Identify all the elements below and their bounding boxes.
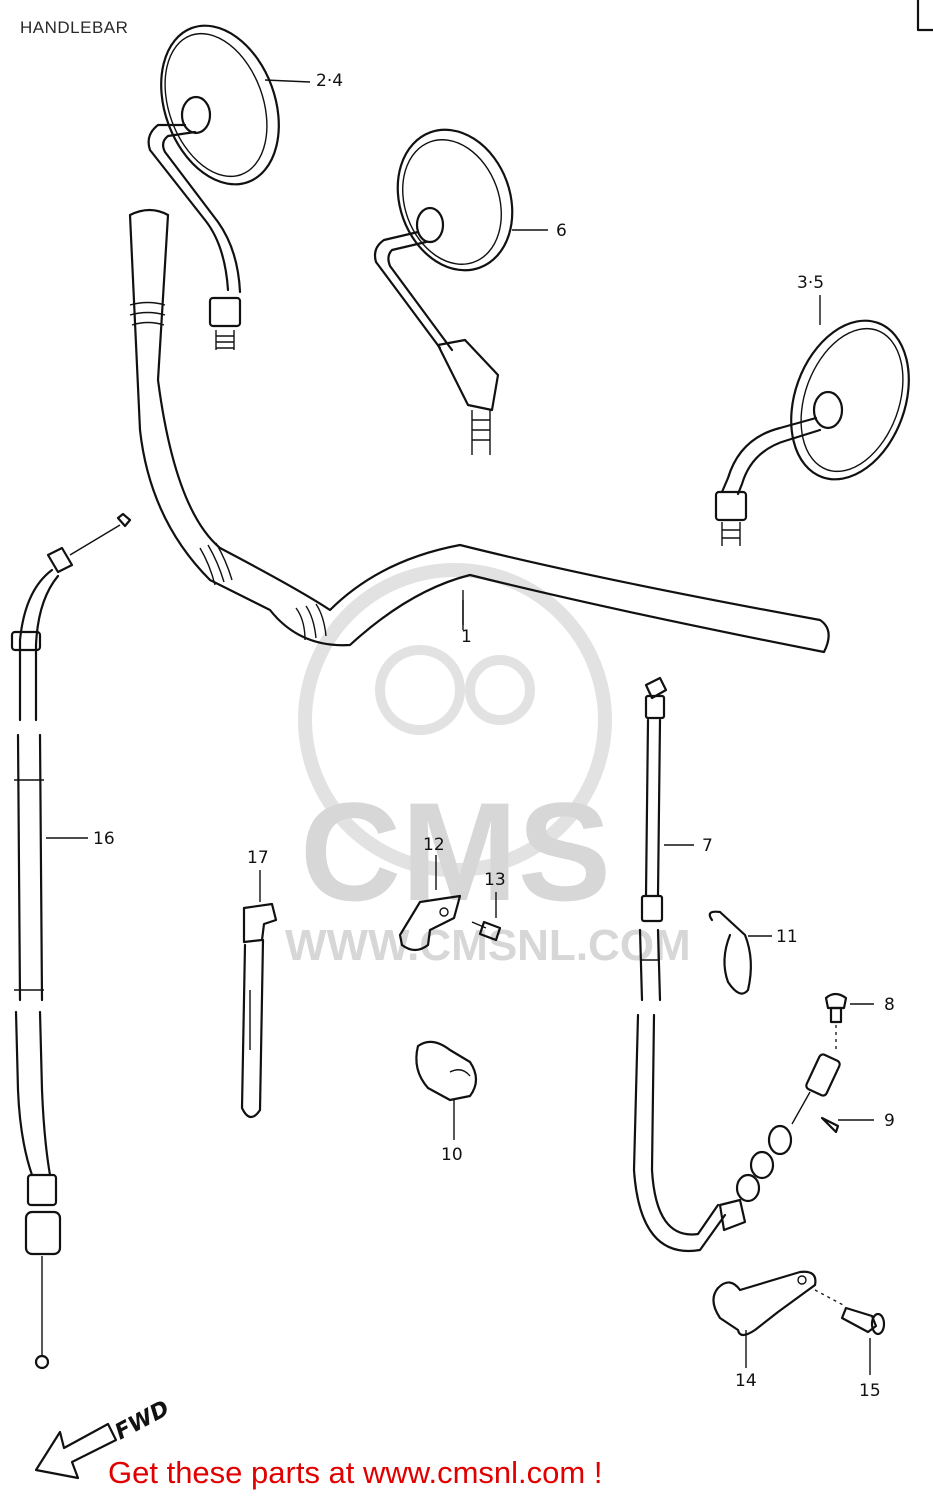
label-part-10: 10	[441, 1145, 463, 1165]
page-title: HANDLEBAR	[20, 18, 129, 37]
label-part-17: 17	[247, 848, 269, 868]
cable-clamp[interactable]	[398, 894, 462, 952]
cable-guide[interactable]	[415, 1040, 478, 1102]
handlebar[interactable]	[128, 208, 830, 654]
brake-linkage[interactable]	[718, 1053, 841, 1232]
label-part-2-4: 2·4	[316, 71, 343, 91]
watermark: CMS WWW.CMSNL.COM	[285, 563, 691, 970]
brake-cable[interactable]	[632, 676, 727, 1253]
mirror-left-top[interactable]	[140, 9, 299, 350]
mirror-right[interactable]	[714, 304, 930, 546]
leader-lines	[46, 79, 874, 1375]
mirror-middle[interactable]	[373, 114, 531, 455]
label-part-15: 15	[859, 1381, 881, 1401]
frame-corner	[916, 0, 933, 32]
cable-bracket[interactable]	[712, 1270, 846, 1337]
cotter-pin[interactable]	[820, 1116, 840, 1134]
watermark-brand: CMS	[300, 773, 611, 930]
clevis-pin[interactable]	[824, 992, 848, 1050]
clamp-screw[interactable]	[471, 920, 502, 942]
spring-clip[interactable]	[708, 910, 752, 995]
label-part-3-5: 3·5	[797, 273, 824, 293]
bracket-bolt[interactable]	[840, 1306, 886, 1336]
label-part-7: 7	[702, 836, 713, 856]
label-part-16: 16	[93, 829, 115, 849]
label-part-13: 13	[484, 870, 506, 890]
label-part-9: 9	[884, 1111, 895, 1131]
label-part-12: 12	[423, 835, 445, 855]
label-part-1: 1	[461, 627, 472, 647]
throttle-cable[interactable]	[10, 512, 132, 1370]
label-part-11: 11	[776, 927, 798, 947]
part-labels: 2·4 6 3·5 1 16 17 12 13 7 11 8 9 10 14 1…	[93, 71, 895, 1401]
label-part-6: 6	[556, 221, 567, 241]
footer-parts-link[interactable]: Get these parts at www.cmsnl.com !	[108, 1455, 603, 1490]
watermark-url: WWW.CMSNL.COM	[285, 921, 691, 970]
label-part-14: 14	[735, 1371, 757, 1391]
cable-strap[interactable]	[240, 902, 278, 1119]
label-part-8: 8	[884, 995, 895, 1015]
fwd-label: FWD	[111, 1396, 174, 1445]
